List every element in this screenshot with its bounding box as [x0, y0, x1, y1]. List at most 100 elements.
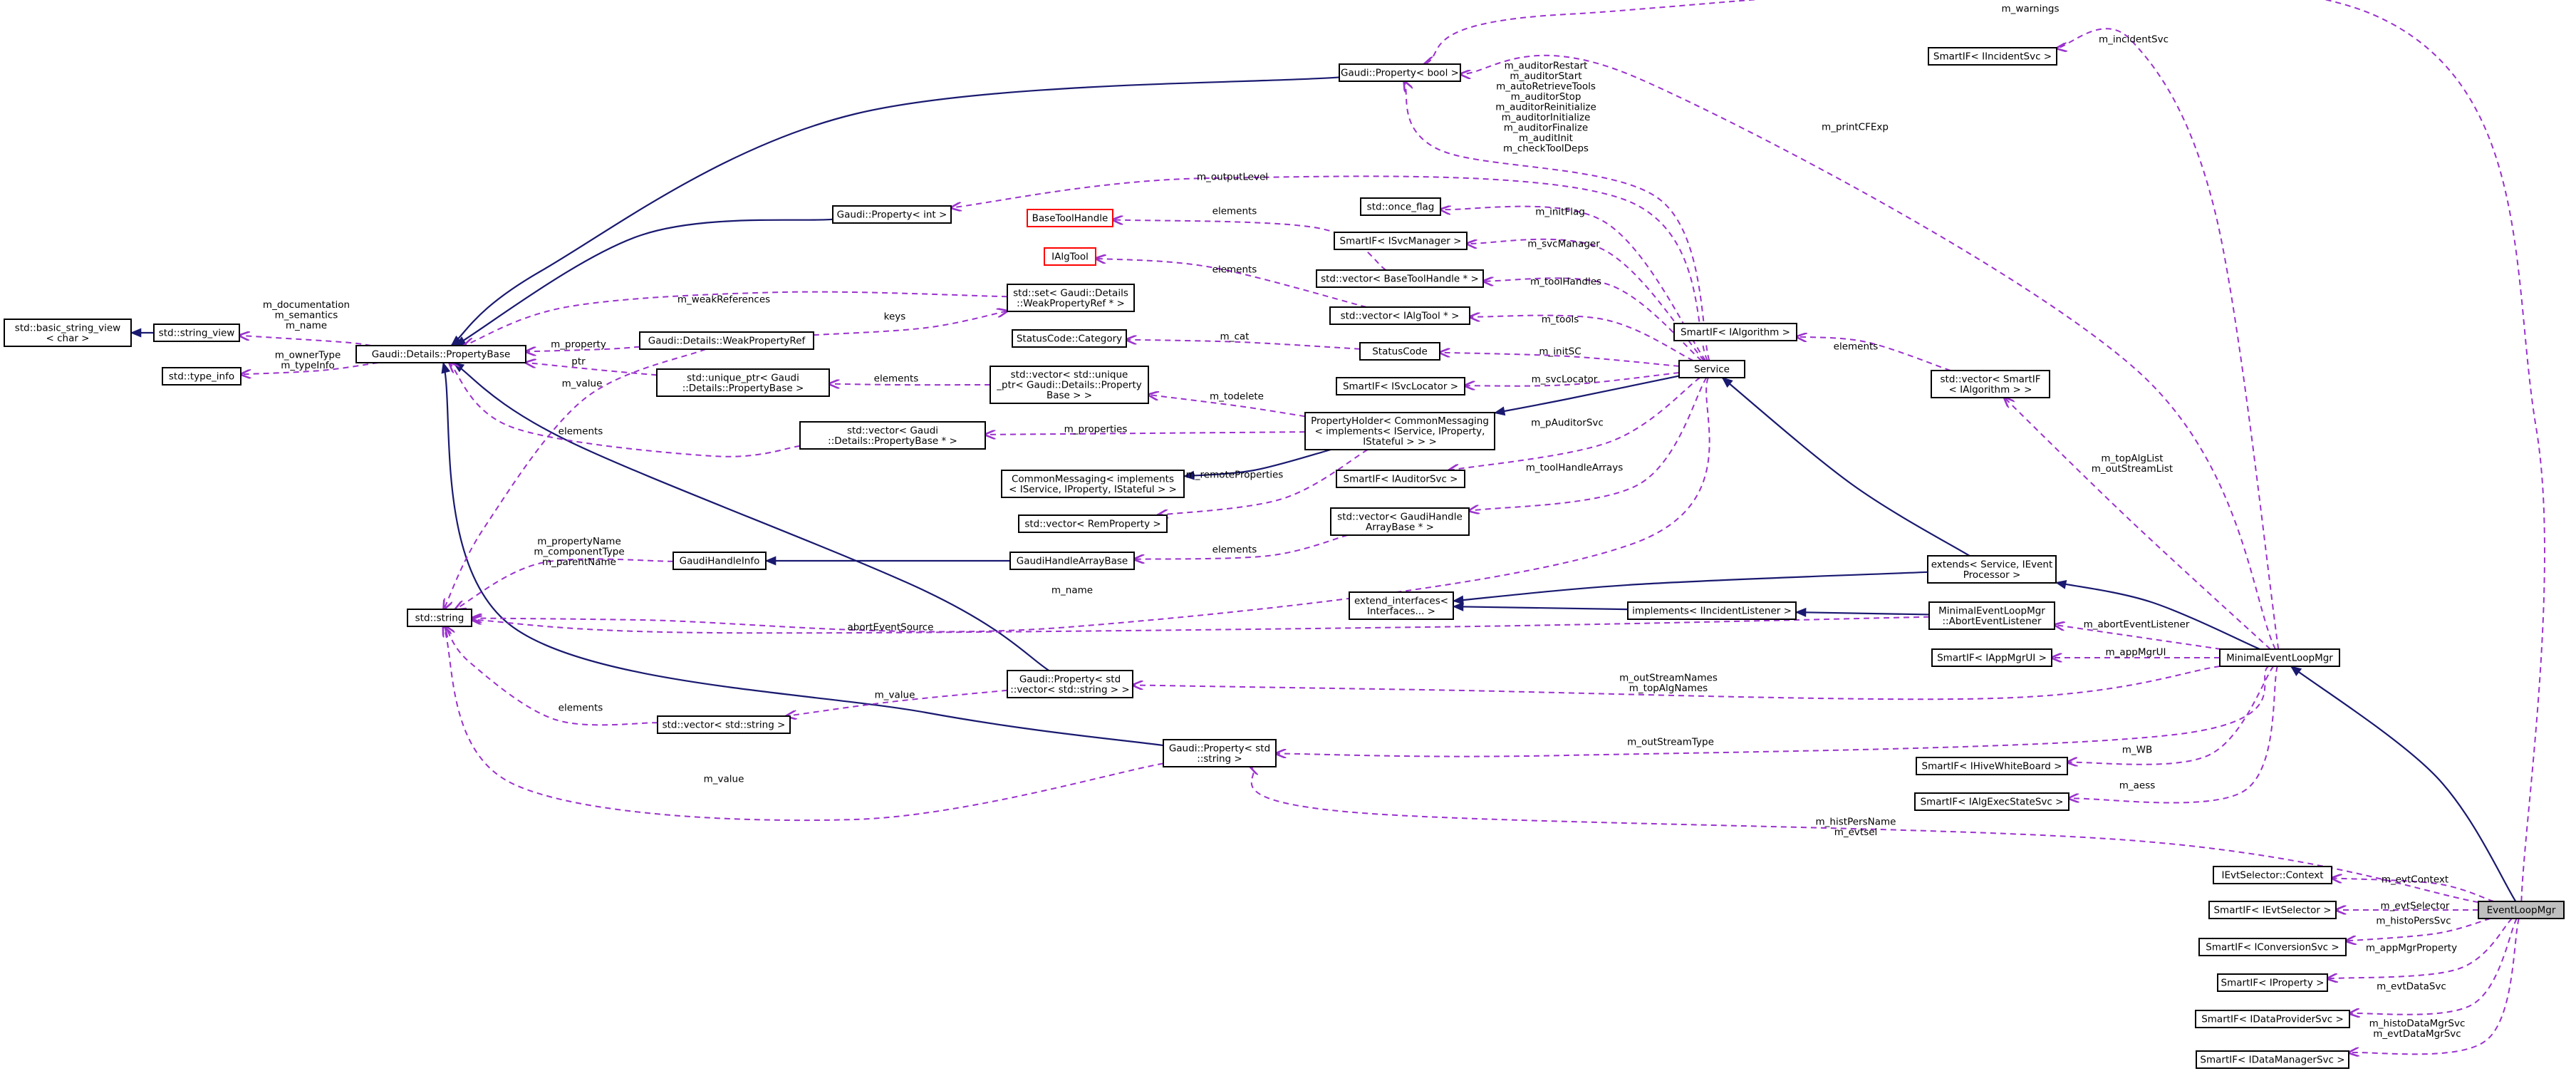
edge-label-elements-bth: elements [1212, 206, 1257, 217]
class-node-label-line: std::string_view [159, 328, 235, 339]
class-node-label-line: SmartIF< IAlgorithm > [1681, 327, 1790, 338]
class-node-box [4, 319, 132, 347]
class-node-vector-pb-ptr[interactable]: std::vector< Gaudi::Details::PropertyBas… [799, 421, 986, 450]
class-node-label-line: Service [1694, 364, 1730, 376]
class-node-type-info[interactable]: std::type_info [162, 367, 242, 386]
edge-label-m-outstreamtype: m_outStreamType [1627, 737, 1714, 748]
class-node-vector-remproperty[interactable]: std::vector< RemProperty > [1018, 514, 1168, 533]
edge-label-elements-vs: elements [559, 703, 603, 714]
edge-label-m-value-pvs-line: m_value [875, 690, 915, 701]
inheritance-edge-implements-iincidentlistener-to-extend-interfaces [1452, 601, 1629, 611]
usage-edge-service-to-property-bool [1404, 81, 1710, 361]
class-node-once-flag[interactable]: std::once_flag [1360, 197, 1441, 216]
class-node-minimaleventloopmgr[interactable]: MinimalEventLoopMgr [2219, 648, 2340, 667]
edge-label-m-outstreamnames-line: m_topAlgNames [1629, 683, 1708, 694]
class-node-label: SmartIF< IAlgorithm > [1681, 327, 1790, 338]
class-node-vector-ialgtool[interactable]: std::vector< IAlgTool * > [1329, 306, 1470, 325]
class-node-label-line: SmartIF< IProperty > [2221, 978, 2325, 989]
class-node-label-line: < IAlgorithm > > [1949, 384, 2032, 395]
class-node-smartif-ievtselector[interactable]: SmartIF< IEvtSelector > [2208, 901, 2337, 919]
class-node-statuscode[interactable]: StatusCode [1359, 342, 1440, 361]
class-node-label-line: std::vector< Gaudi [847, 425, 938, 436]
edge-label-m-toolhandlearrays: m_toolHandleArrays [1526, 462, 1623, 474]
edge-label-m-evtdatasvc: m_evtDataSvc [2377, 981, 2446, 993]
class-node-service[interactable]: Service [1678, 360, 1745, 378]
class-node-box [1012, 329, 1127, 348]
class-node-smartif-ialgexecstatesvc[interactable]: SmartIF< IAlgExecStateSvc > [1914, 792, 2069, 811]
class-node-label-line: extend_interfaces< [1354, 595, 1448, 606]
class-node-box [1359, 342, 1440, 361]
class-node-box [2195, 1010, 2350, 1028]
class-node-property-vector-string[interactable]: Gaudi::Property< std::vector< std::strin… [1007, 670, 1133, 698]
class-node-label-line: SmartIF< IAppMgrUI > [1937, 653, 2047, 664]
edge-label-m-appmgrui: m_appMgrUI [2106, 647, 2166, 658]
class-node-commonmessaging[interactable]: CommonMessaging< implements< IService, I… [1001, 470, 1185, 498]
class-node-property-bool[interactable]: Gaudi::Property< bool > [1339, 63, 1461, 82]
class-node-set-wpr[interactable]: std::set< Gaudi::Details::WeakPropertyRe… [1007, 284, 1135, 312]
class-node-smartif-ialgorithm[interactable]: SmartIF< IAlgorithm > [1673, 323, 1797, 341]
class-node-ialgtool[interactable]: IAlgTool [1044, 247, 1096, 266]
class-node-propertybase[interactable]: Gaudi::Details::PropertyBase [355, 345, 526, 363]
usage-edge-propertybase-to-type-info [241, 362, 378, 374]
class-node-aborteventlistener[interactable]: MinimalEventLoopMgr::AbortEventListener [1928, 601, 2055, 630]
class-node-box [1916, 757, 2068, 775]
class-node-smartif-iproperty[interactable]: SmartIF< IProperty > [2217, 973, 2328, 992]
class-node-smartif-iauditorsvc[interactable]: SmartIF< IAuditorSvc > [1336, 470, 1465, 488]
edge-label-m-histodatamgrsvc-line: m_evtDataMgrSvc [2373, 1028, 2461, 1040]
edge-label-m-property: m_property [551, 339, 606, 351]
edge-label-m-outstreamnames-line: m_outStreamNames [1619, 672, 1718, 683]
class-node-smartif-idataprovidersvc[interactable]: SmartIF< IDataProviderSvc > [2195, 1010, 2350, 1028]
edge-label-m-pauditorsvc: m_pAuditorSvc [1531, 418, 1604, 429]
class-node-gaudihandleinfo[interactable]: GaudiHandleInfo [672, 552, 767, 570]
class-node-property-string[interactable]: Gaudi::Property< std::string > [1163, 739, 1277, 767]
class-node-label: MinimalEventLoopMgr::AbortEventListener [1938, 605, 2045, 627]
class-node-label-line: ::vector< std::string > > [1010, 684, 1129, 695]
class-node-label: Gaudi::Details::PropertyBase [372, 349, 511, 361]
edge-label-m-name-line: m_name [1051, 585, 1093, 596]
class-node-stdstring[interactable]: std::string [407, 609, 472, 627]
class-node-string-view[interactable]: std::string_view [153, 324, 240, 342]
class-node-implements-iincidentlistener[interactable]: implements< IIncidentListener > [1627, 601, 1797, 620]
class-node-vector-smartif-ialgorithm[interactable]: std::vector< SmartIF< IAlgorithm > > [1931, 370, 2050, 398]
edge-label-m-svcmanager-line: m_svcManager [1527, 239, 1600, 250]
class-node-smartif-iconversionsvc[interactable]: SmartIF< IConversionSvc > [2198, 938, 2347, 956]
edge-label-m-topalglist-line: m_outStreamList [2092, 463, 2173, 475]
class-node-eventloopmgr[interactable]: EventLoopMgr [2478, 901, 2565, 919]
edge-label-auditor-flags-line: m_auditorRestart [1505, 61, 1588, 72]
class-node-smartif-idatamanagersvc[interactable]: SmartIF< IDataManagerSvc > [2196, 1050, 2349, 1069]
class-node-basetoolhandle[interactable]: BaseToolHandle [1027, 209, 1113, 227]
class-node-basic-string-view[interactable]: std::basic_string_view< char > [4, 319, 132, 347]
edge-label-m-todelete-line: m_todelete [1210, 391, 1264, 403]
class-node-smartif-isvcmanager[interactable]: SmartIF< ISvcManager > [1334, 232, 1468, 250]
usage-edge-minimaleventloopmgr-to-vector-smartif-ialgorithm [2004, 398, 2271, 650]
edge-label-m-initflag-line: m_initFlag [1535, 207, 1585, 218]
class-node-smartif-iappmgrui[interactable]: SmartIF< IAppMgrUI > [1931, 648, 2052, 667]
usage-edge-property-string-to-stdstring [443, 626, 1164, 822]
class-node-statuscodecategory[interactable]: StatusCode::Category [1012, 329, 1127, 348]
class-node-smartif-ihivewhiteboard[interactable]: SmartIF< IHiveWhiteBoard > [1916, 757, 2068, 775]
class-node-label-line: StatusCode::Category [1017, 333, 1122, 345]
class-node-box [162, 367, 242, 386]
edge-label-m-aborteventlistener: m_abortEventListener [2084, 619, 2190, 631]
class-node-label-line: MinimalEventLoopMgr [1938, 605, 2045, 616]
class-node-extend-interfaces[interactable]: extend_interfaces<Interfaces... > [1349, 591, 1454, 620]
inheritance-edge-extends-service-ieventprocessor-to-service [1721, 377, 1970, 557]
class-node-label-line: Gaudi::Property< std [1019, 673, 1121, 685]
class-node-smartif-iincidentsvc[interactable]: SmartIF< IIncidentSvc > [1928, 47, 2057, 66]
class-node-gaudihandlearraybase[interactable]: GaudiHandleArrayBase [1009, 552, 1135, 570]
class-node-label-line: < char > [46, 333, 89, 344]
class-node-property-int[interactable]: Gaudi::Property< int > [832, 205, 952, 224]
class-node-ievtselector-context[interactable]: IEvtSelector::Context [2213, 866, 2332, 884]
class-node-vector-basetoolhandle[interactable]: std::vector< BaseToolHandle * > [1316, 269, 1484, 288]
class-node-smartif-isvclocator[interactable]: SmartIF< ISvcLocator > [1336, 377, 1465, 395]
class-node-vector-string[interactable]: std::vector< std::string > [657, 715, 791, 734]
class-node-weakpropertyref[interactable]: Gaudi::Details::WeakPropertyRef [639, 331, 814, 350]
edge-label-m-value-ps-line: m_value [704, 774, 744, 785]
class-node-label: std::vector< RemProperty > [1024, 519, 1160, 530]
class-node-propertyholder[interactable]: PropertyHolder< CommonMessaging< impleme… [1304, 412, 1495, 450]
class-node-vector-unique-pb[interactable]: std::vector< std::unique_ptr< Gaudi::Det… [990, 366, 1149, 404]
class-node-unique-ptr-pb[interactable]: std::unique_ptr< Gaudi::Details::Propert… [656, 368, 830, 397]
class-node-box [1928, 601, 2055, 630]
